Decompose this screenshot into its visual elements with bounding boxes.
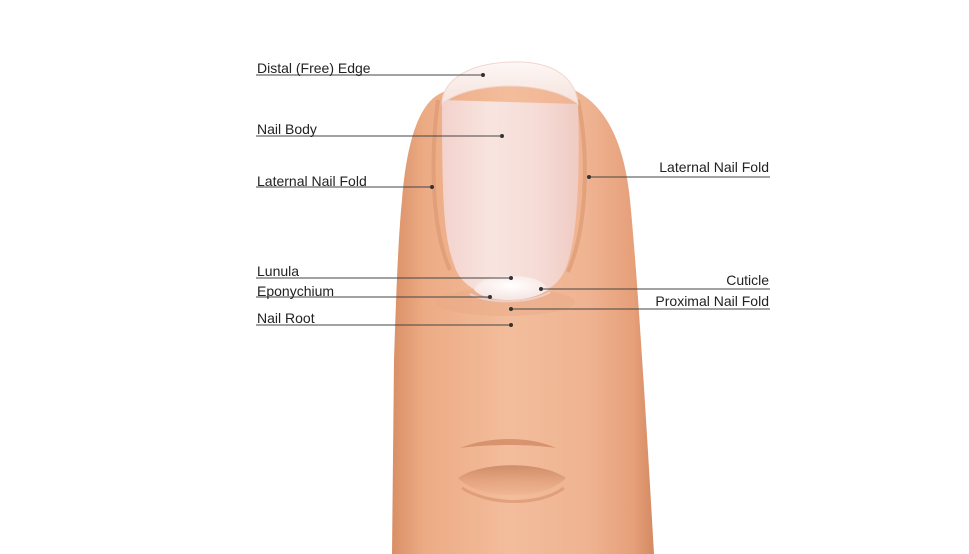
leader-lines (256, 74, 770, 326)
lateral-groove-left (431, 99, 452, 271)
dot-proximal-fold (509, 307, 513, 311)
label-lateral-nail-fold-right: Laternal Nail Fold (659, 159, 769, 175)
dot-lateral-right (587, 175, 591, 179)
leader-dots (430, 73, 591, 327)
lunula-shape (474, 276, 548, 300)
knuckle-crease-upper (460, 439, 556, 448)
dot-distal-edge (481, 73, 485, 77)
label-nail-root: Nail Root (257, 310, 315, 326)
dot-lateral-left (430, 185, 434, 189)
label-lateral-nail-fold-left: Laternal Nail Fold (257, 173, 367, 189)
dot-nail-root (509, 323, 513, 327)
free-edge-shape (441, 61, 579, 106)
dot-eponychium (488, 295, 492, 299)
knuckle-crease (458, 465, 566, 496)
knuckle-crease-lower (461, 486, 565, 503)
dot-cuticle (539, 287, 543, 291)
dot-lunula (509, 276, 513, 280)
dot-nail-body (500, 134, 504, 138)
label-cuticle: Cuticle (726, 272, 769, 288)
lateral-groove-right (566, 99, 587, 273)
label-eponychium: Eponychium (257, 283, 335, 299)
label-proximal-nail-fold: Proximal Nail Fold (655, 293, 769, 309)
label-nail-body: Nail Body (257, 121, 317, 137)
nail-body-shape (442, 100, 579, 298)
label-lunula: Lunula (257, 263, 300, 279)
label-distal-free-edge: Distal (Free) Edge (257, 60, 371, 76)
